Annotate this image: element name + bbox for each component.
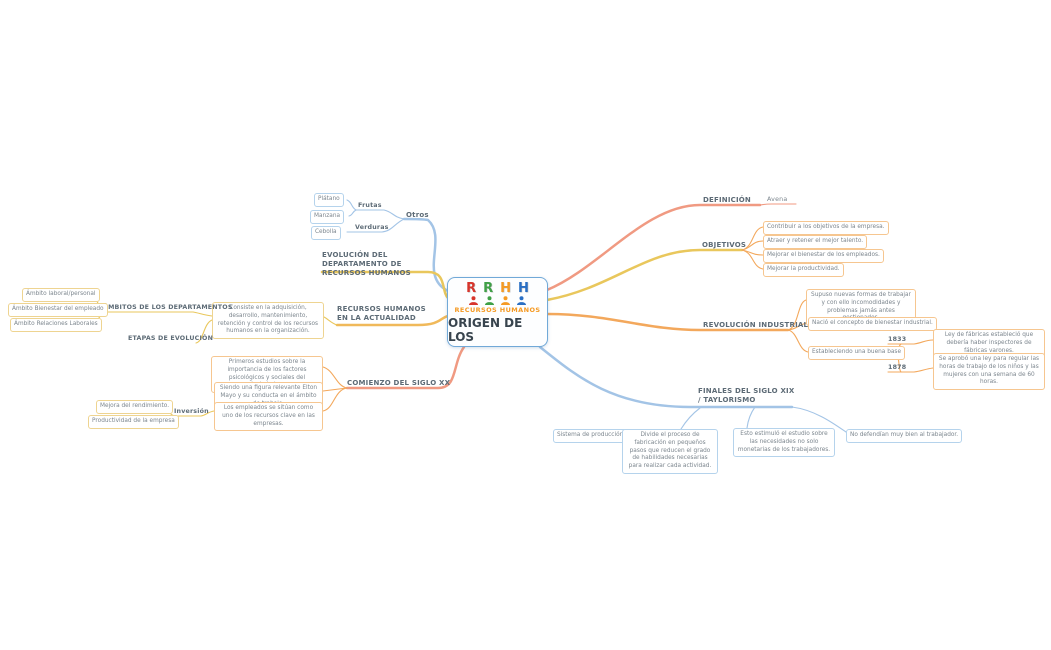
node-verduras[interactable]: Verduras — [355, 224, 389, 231]
node-empleados-recurso-clave[interactable]: Los empleados se sitúan como uno de los … — [214, 402, 323, 432]
node-mejora-rendimiento[interactable]: Mejora del rendimiento. — [96, 400, 174, 414]
node-objetivo-productividad[interactable]: Mejorar la productividad. — [763, 263, 844, 277]
node-cebolla[interactable]: Cebolla — [311, 226, 341, 240]
node-objetivo-talento[interactable]: Atraer y retener el mejor talento. — [763, 235, 868, 249]
central-topic-title: ORIGEN DE LOS — [448, 316, 523, 344]
node-bienestar-industrial[interactable]: Nació el concepto de bienestar industria… — [808, 317, 937, 331]
person-icon — [485, 296, 494, 305]
person-icon — [501, 296, 510, 305]
node-anio-1878[interactable]: 1878 — [888, 364, 907, 371]
node-no-defendian-trabajador[interactable]: No defendían muy bien al trabajador. — [846, 429, 963, 443]
node-consiste-descripcion[interactable]: Consiste en la adquisición, desarrollo, … — [212, 302, 324, 340]
node-sistema-produccion[interactable]: Sistema de producción — [553, 429, 628, 443]
person-icon — [517, 296, 526, 305]
node-ambito-relaciones[interactable]: Ámbito Relaciones Laborales — [10, 318, 102, 332]
node-productividad-empresa[interactable]: Productividad de la empresa — [88, 415, 179, 429]
logo-letter: H — [500, 281, 512, 296]
node-estudio-necesidades[interactable]: Esto estimuló el estudio sobre las neces… — [733, 428, 835, 458]
node-objetivos[interactable]: OBJETIVOS — [702, 241, 747, 249]
node-ambito-laboral[interactable]: Ámbito laboral/personal — [22, 288, 100, 302]
node-buena-base[interactable]: Estableciendo una buena base — [808, 346, 906, 360]
node-anio-1833[interactable]: 1833 — [888, 336, 907, 343]
node-ambitos-departamentos[interactable]: ÁMBITOS DE LOS DEPARTAMENTOS — [103, 304, 233, 311]
node-ambito-bienestar[interactable]: Ámbito Bienestar del empleado — [8, 303, 108, 317]
people-icons — [468, 296, 527, 305]
rrhh-logo-icon: R R H H — [466, 282, 529, 295]
node-rrhh-actualidad[interactable]: RECURSOS HUMANOS EN LA ACTUALIDAD — [337, 305, 426, 322]
logo-letter: R — [466, 281, 477, 296]
person-icon — [469, 296, 478, 305]
node-etapas-evolucion[interactable]: ETAPAS DE EVOLUCIÓN — [128, 335, 214, 342]
node-objetivo-contribuir[interactable]: Contribuir a los objetivos de la empresa… — [763, 221, 889, 235]
logo-caption: RECURSOS HUMANOS — [454, 306, 541, 314]
node-manzana[interactable]: Manzana — [310, 210, 345, 224]
node-evolucion-departamento[interactable]: EVOLUCIÓN DEL DEPARTAMENTO DE RECURSOS H… — [322, 251, 411, 277]
node-otros[interactable]: Otros — [406, 211, 429, 219]
node-finales-siglo-xix-taylorismo[interactable]: FINALES DEL SIGLO XIX / TAYLORISMO — [698, 387, 795, 404]
node-comienzo-siglo-xx[interactable]: COMIENZO DEL SIGLO XX — [347, 379, 451, 387]
node-frutas[interactable]: Frutas — [358, 202, 382, 209]
central-topic[interactable]: R R H H RECURSOS HUMANOS ORIGEN DE LOS — [447, 277, 548, 347]
node-inversion[interactable]: Inversión — [174, 408, 209, 415]
node-objetivo-bienestar[interactable]: Mejorar el bienestar de los empleados. — [763, 249, 884, 263]
node-revolucion-industrial[interactable]: REVOLUCIÓN INDUSTRIAL — [703, 321, 809, 329]
node-ley-60-horas[interactable]: Se aprobó una ley para regular las horas… — [933, 353, 1045, 391]
logo-letter: H — [518, 281, 529, 296]
node-definicion[interactable]: DEFINICIÓN — [703, 196, 751, 204]
node-avena[interactable]: Avena — [767, 196, 788, 203]
logo-letter: R — [483, 281, 494, 296]
node-divide-proceso[interactable]: Divide el proceso de fabricación en pequ… — [622, 429, 718, 475]
node-platano[interactable]: Plátano — [314, 193, 344, 207]
